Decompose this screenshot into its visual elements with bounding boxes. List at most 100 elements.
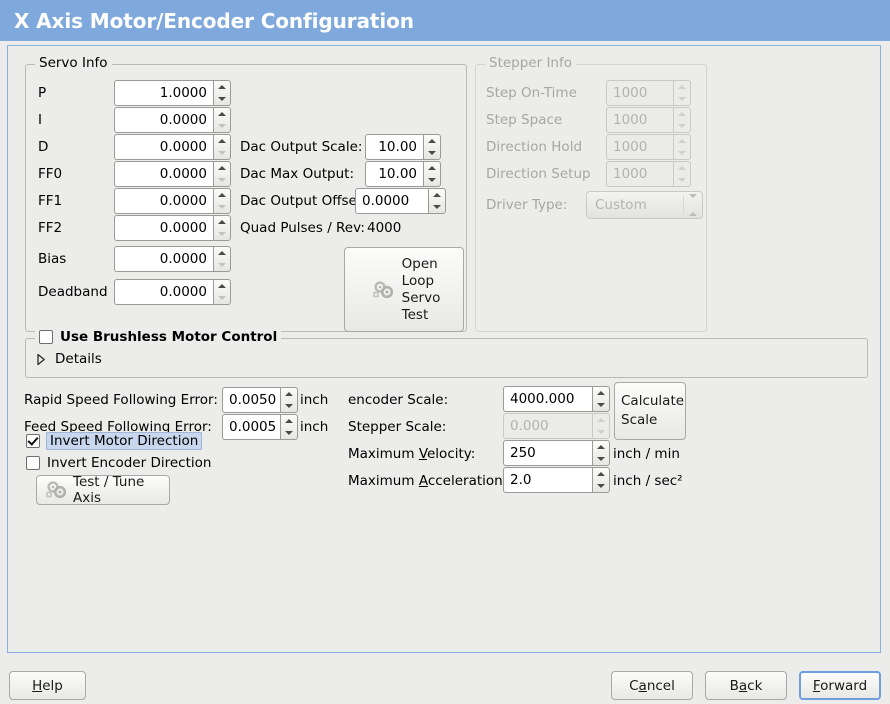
spinner-maximum-acceleration[interactable]: 2.0 bbox=[503, 467, 610, 493]
spinner-maximum-velocity[interactable]: 250 bbox=[503, 440, 610, 466]
spinner-feed-following-error-buttons[interactable] bbox=[280, 414, 298, 440]
spinner-rapid-following-error[interactable]: 0.0050 bbox=[222, 387, 298, 413]
spinner-i-value[interactable]: 0.0000 bbox=[114, 107, 213, 133]
spinner-p-buttons[interactable] bbox=[213, 80, 231, 106]
spinner-d-value[interactable]: 0.0000 bbox=[114, 134, 213, 160]
back-button[interactable]: Back bbox=[705, 671, 787, 700]
spinner-encoder-scale-up-arrow-icon[interactable] bbox=[593, 387, 609, 399]
spinner-feed-down-arrow-icon[interactable] bbox=[281, 427, 297, 439]
spinner-dac-max-output-buttons[interactable] bbox=[423, 161, 441, 187]
cancel-button[interactable]: Cancel bbox=[611, 671, 693, 700]
spinner-p-value[interactable]: 1.0000 bbox=[114, 80, 213, 106]
spinner-dac-output-scale-value[interactable]: 10.00 bbox=[365, 134, 423, 160]
test-tune-axis-label: Test / Tune Axis bbox=[73, 474, 145, 506]
spinner-dac-output-offset[interactable]: 0.0000 bbox=[355, 188, 446, 214]
spinner-ff1-down-arrow-icon[interactable] bbox=[214, 201, 230, 213]
spinner-dac-max-output[interactable]: 10.00 bbox=[365, 161, 441, 187]
spinner-ff0-buttons[interactable] bbox=[213, 161, 231, 187]
spinner-dac-output-scale-buttons[interactable] bbox=[423, 134, 441, 160]
spinner-deadband-buttons[interactable] bbox=[213, 279, 231, 305]
spinner-deadband-value[interactable]: 0.0000 bbox=[114, 279, 213, 305]
spinner-ff0-up-arrow-icon[interactable] bbox=[214, 162, 230, 174]
spinner-bias[interactable]: 0.0000 bbox=[114, 246, 231, 272]
spinner-dac-max-output-value[interactable]: 10.00 bbox=[365, 161, 423, 187]
spinner-ff1-buttons[interactable] bbox=[213, 188, 231, 214]
spinner-p-up-arrow-icon[interactable] bbox=[214, 81, 230, 93]
spinner-d-up-arrow-icon[interactable] bbox=[214, 135, 230, 147]
spinner-maximum-acceleration-buttons[interactable] bbox=[592, 467, 610, 493]
open-loop-line-1: Open bbox=[401, 255, 438, 272]
spinner-dac-output-offset-buttons[interactable] bbox=[428, 188, 446, 214]
open-loop-servo-test-button[interactable]: Open Loop Servo Test bbox=[344, 247, 464, 332]
spinner-dac-output-offset-down-arrow-icon[interactable] bbox=[429, 201, 445, 213]
test-tune-axis-button[interactable]: Test / Tune Axis bbox=[36, 474, 170, 506]
spinner-bias-up-arrow-icon[interactable] bbox=[214, 247, 230, 259]
spinner-ff1-up-arrow-icon[interactable] bbox=[214, 189, 230, 201]
spinner-i[interactable]: 0.0000 bbox=[114, 107, 231, 133]
forward-button[interactable]: Forward bbox=[799, 671, 881, 700]
spinner-maximum-acceleration-up-arrow-icon[interactable] bbox=[593, 468, 609, 480]
invert-encoder-direction-checkbox[interactable]: Invert Encoder Direction bbox=[26, 455, 211, 471]
spinner-maximum-acceleration-value[interactable]: 2.0 bbox=[503, 467, 592, 493]
use-brushless-motor-control-checkbox[interactable]: Use Brushless Motor Control bbox=[39, 330, 277, 344]
calculate-scale-button[interactable]: Calculate Scale bbox=[614, 382, 686, 440]
spinner-i-down-arrow-icon[interactable] bbox=[214, 120, 230, 132]
spinner-direction-setup-value: 1000 bbox=[606, 161, 673, 187]
spinner-deadband[interactable]: 0.0000 bbox=[114, 279, 231, 305]
spinner-ff2-up-arrow-icon[interactable] bbox=[214, 216, 230, 228]
spinner-rapid-down-arrow-icon[interactable] bbox=[281, 400, 297, 412]
spinner-ff2[interactable]: 0.0000 bbox=[114, 215, 231, 241]
spinner-bias-buttons[interactable] bbox=[213, 246, 231, 272]
spinner-maximum-acceleration-down-arrow-icon[interactable] bbox=[593, 480, 609, 492]
spinner-encoder-scale-down-arrow-icon[interactable] bbox=[593, 399, 609, 411]
spinner-dac-output-scale-up-arrow-icon[interactable] bbox=[424, 135, 440, 147]
spinner-dac-output-offset-up-arrow-icon[interactable] bbox=[429, 189, 445, 201]
checkbox-box-checked-icon[interactable] bbox=[26, 434, 40, 448]
spinner-ff0[interactable]: 0.0000 bbox=[114, 161, 231, 187]
spinner-p[interactable]: 1.0000 bbox=[114, 80, 231, 106]
spinner-dac-output-scale[interactable]: 10.00 bbox=[365, 134, 441, 160]
spinner-encoder-scale-buttons[interactable] bbox=[592, 386, 610, 412]
spinner-bias-down-arrow-icon[interactable] bbox=[214, 259, 230, 271]
brushless-details-disclosure[interactable]: Details bbox=[36, 351, 102, 367]
spinner-feed-following-error[interactable]: 0.0005 bbox=[222, 414, 298, 440]
spinner-feed-up-arrow-icon[interactable] bbox=[281, 415, 297, 427]
spinner-deadband-down-arrow-icon[interactable] bbox=[214, 292, 230, 304]
spinner-ff2-value[interactable]: 0.0000 bbox=[114, 215, 213, 241]
combo-separator bbox=[683, 196, 684, 214]
spinner-maximum-velocity-value[interactable]: 250 bbox=[503, 440, 592, 466]
spinner-rapid-following-error-buttons[interactable] bbox=[280, 387, 298, 413]
spinner-ff0-value[interactable]: 0.0000 bbox=[114, 161, 213, 187]
spinner-rapid-following-error-value[interactable]: 0.0050 bbox=[222, 387, 280, 413]
spinner-maximum-velocity-buttons[interactable] bbox=[592, 440, 610, 466]
spinner-dac-output-scale-down-arrow-icon[interactable] bbox=[424, 147, 440, 159]
checkbox-box-icon[interactable] bbox=[26, 456, 40, 470]
spinner-rapid-up-arrow-icon[interactable] bbox=[281, 388, 297, 400]
spinner-dac-max-output-down-arrow-icon[interactable] bbox=[424, 174, 440, 186]
spinner-encoder-scale-value[interactable]: 4000.000 bbox=[503, 386, 592, 412]
spinner-p-down-arrow-icon[interactable] bbox=[214, 93, 230, 105]
spinner-encoder-scale[interactable]: 4000.000 bbox=[503, 386, 610, 412]
spinner-i-up-arrow-icon[interactable] bbox=[214, 108, 230, 120]
checkbox-box-icon[interactable] bbox=[39, 330, 53, 344]
spinner-ff1-value[interactable]: 0.0000 bbox=[114, 188, 213, 214]
spinner-maximum-velocity-up-arrow-icon[interactable] bbox=[593, 441, 609, 453]
invert-motor-direction-checkbox[interactable]: Invert Motor Direction bbox=[26, 432, 203, 450]
spinner-d-buttons[interactable] bbox=[213, 134, 231, 160]
spinner-ff0-down-arrow-icon[interactable] bbox=[214, 174, 230, 186]
spinner-dac-max-output-up-arrow-icon[interactable] bbox=[424, 162, 440, 174]
spinner-ff2-down-arrow-icon[interactable] bbox=[214, 228, 230, 240]
spinner-bias-value[interactable]: 0.0000 bbox=[114, 246, 213, 272]
spinner-deadband-up-arrow-icon[interactable] bbox=[214, 280, 230, 292]
spinner-feed-following-error-value[interactable]: 0.0005 bbox=[222, 414, 280, 440]
spinner-d-down-arrow-icon[interactable] bbox=[214, 147, 230, 159]
spinner-i-buttons[interactable] bbox=[213, 107, 231, 133]
spinner-maximum-velocity-down-arrow-icon[interactable] bbox=[593, 453, 609, 465]
label-rapid-speed-following-error: Rapid Speed Following Error: bbox=[24, 392, 218, 408]
help-button[interactable]: Help bbox=[9, 671, 86, 700]
spinner-ff1[interactable]: 0.0000 bbox=[114, 188, 231, 214]
spinner-d[interactable]: 0.0000 bbox=[114, 134, 231, 160]
spinner-dac-output-offset-value[interactable]: 0.0000 bbox=[355, 188, 428, 214]
spinner-ff2-buttons[interactable] bbox=[213, 215, 231, 241]
chevron-right-icon[interactable] bbox=[36, 353, 45, 366]
